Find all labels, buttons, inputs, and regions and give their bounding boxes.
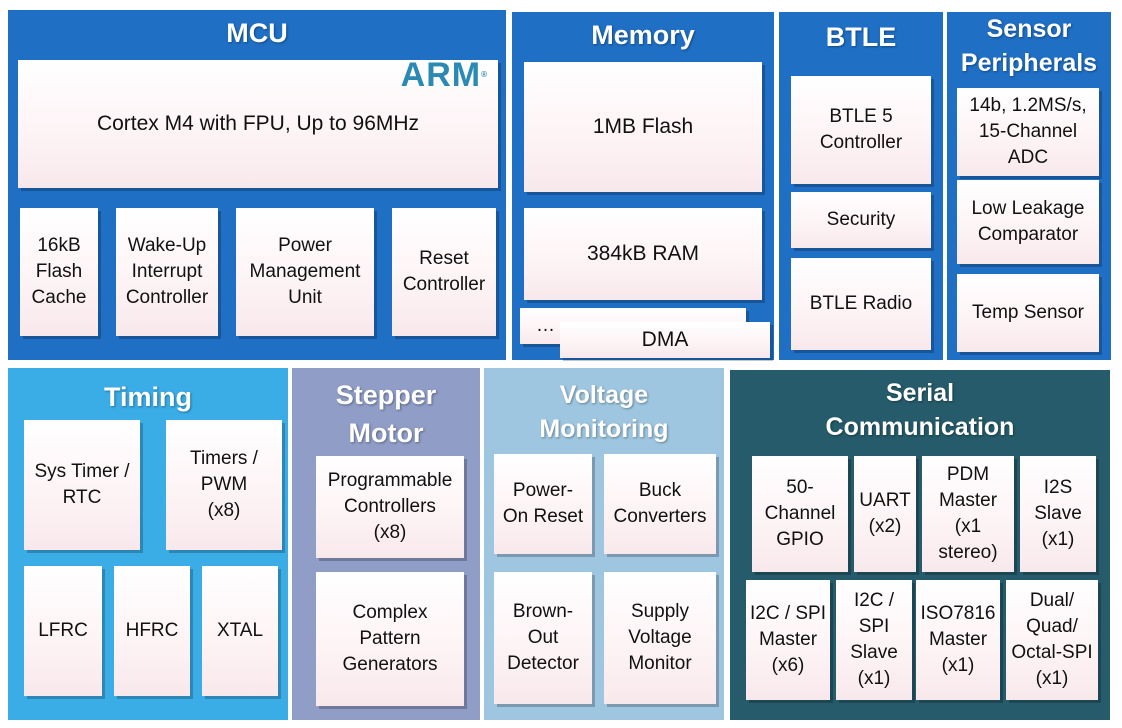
voltage-monitoring-title: Voltage Monitoring [539, 381, 669, 443]
dma-block: DMA [560, 322, 770, 358]
flash-memory-block: 1MB Flash [524, 62, 762, 192]
btle-title: BTLE [825, 22, 897, 52]
security-block: Security [791, 192, 931, 248]
wakeup-interrupt-controller-block: Wake-Up Interrupt Controller [116, 208, 218, 336]
i2c-spi-slave-block: I2C / SPI Slave (x1) [836, 580, 912, 700]
serial-communication-title: Serial Communication [825, 379, 1015, 441]
mcu-panel: MCU ARM® Cortex M4 with FPU, Up to 96MHz… [8, 10, 506, 360]
memory-title: Memory [591, 20, 695, 50]
timing-title: Timing [103, 382, 192, 412]
serial-communication-panel: Serial Communication 50- Channel GPIO UA… [730, 370, 1110, 720]
gpio-block: 50- Channel GPIO [752, 456, 848, 572]
uart-block: UART (x2) [854, 456, 916, 572]
i2c-spi-master-block: I2C / SPI Master (x6) [746, 580, 830, 700]
i2s-slave-block: I2S Slave (x1) [1020, 456, 1096, 572]
pdm-master-block: PDM Master (x1 stereo) [922, 456, 1014, 572]
timing-panel: Timing Sys Timer / RTC Timers / PWM (x8)… [8, 368, 288, 720]
low-leakage-comparator-block: Low Leakage Comparator [957, 180, 1099, 264]
power-on-reset-block: Power- On Reset [494, 454, 592, 554]
btle-panel: BTLE BTLE 5 Controller Security BTLE Rad… [779, 12, 943, 360]
reset-controller-block: Reset Controller [392, 208, 496, 336]
programmable-controllers-block: Programmable Controllers (x8) [316, 456, 464, 558]
stepper-motor-title: Stepper Motor [335, 380, 437, 448]
cortex-m4-block: ARM® Cortex M4 with FPU, Up to 96MHz [18, 56, 498, 188]
memory-panel: Memory 1MB Flash 384kB RAM … DMA [512, 12, 774, 360]
btle-radio-block: BTLE Radio [791, 258, 931, 350]
cortex-m4-label: Cortex M4 with FPU, Up to 96MHz [96, 112, 420, 135]
sensor-peripherals-panel: Sensor Peripherals 14b, 1.2MS/s, 15-Chan… [947, 12, 1111, 360]
octal-spi-block: Dual/ Quad/ Octal-SPI (x1) [1006, 580, 1098, 700]
timers-pwm-block: Timers / PWM (x8) [166, 420, 282, 550]
arm-logo: ARM® [400, 56, 488, 94]
flash-cache-block: 16kB Flash Cache [20, 208, 98, 336]
hfrc-block: HFRC [114, 566, 190, 696]
adc-block: 14b, 1.2MS/s, 15-Channel ADC [957, 88, 1099, 176]
brown-out-detector-block: Brown- Out Detector [494, 572, 592, 704]
iso7816-master-block: ISO7816 Master (x1) [916, 580, 1000, 700]
btle-controller-block: BTLE 5 Controller [791, 76, 931, 184]
xtal-block: XTAL [202, 566, 278, 696]
ram-memory-block: 384kB RAM [524, 208, 762, 300]
supply-voltage-monitor-block: Supply Voltage Monitor [604, 572, 716, 704]
temp-sensor-block: Temp Sensor [957, 274, 1099, 352]
voltage-monitoring-panel: Voltage Monitoring Power- On Reset Buck … [484, 368, 724, 720]
sensor-peripherals-title: Sensor Peripherals [960, 15, 1098, 77]
power-management-unit-block: Power Management Unit [236, 208, 374, 336]
mcu-title: MCU [226, 18, 288, 48]
complex-pattern-generators-block: Complex Pattern Generators [316, 572, 464, 706]
stepper-motor-panel: Stepper Motor Programmable Controllers (… [292, 368, 480, 720]
buck-converters-block: Buck Converters [604, 454, 716, 554]
sys-timer-rtc-block: Sys Timer / RTC [24, 420, 140, 550]
lfrc-block: LFRC [24, 566, 102, 696]
